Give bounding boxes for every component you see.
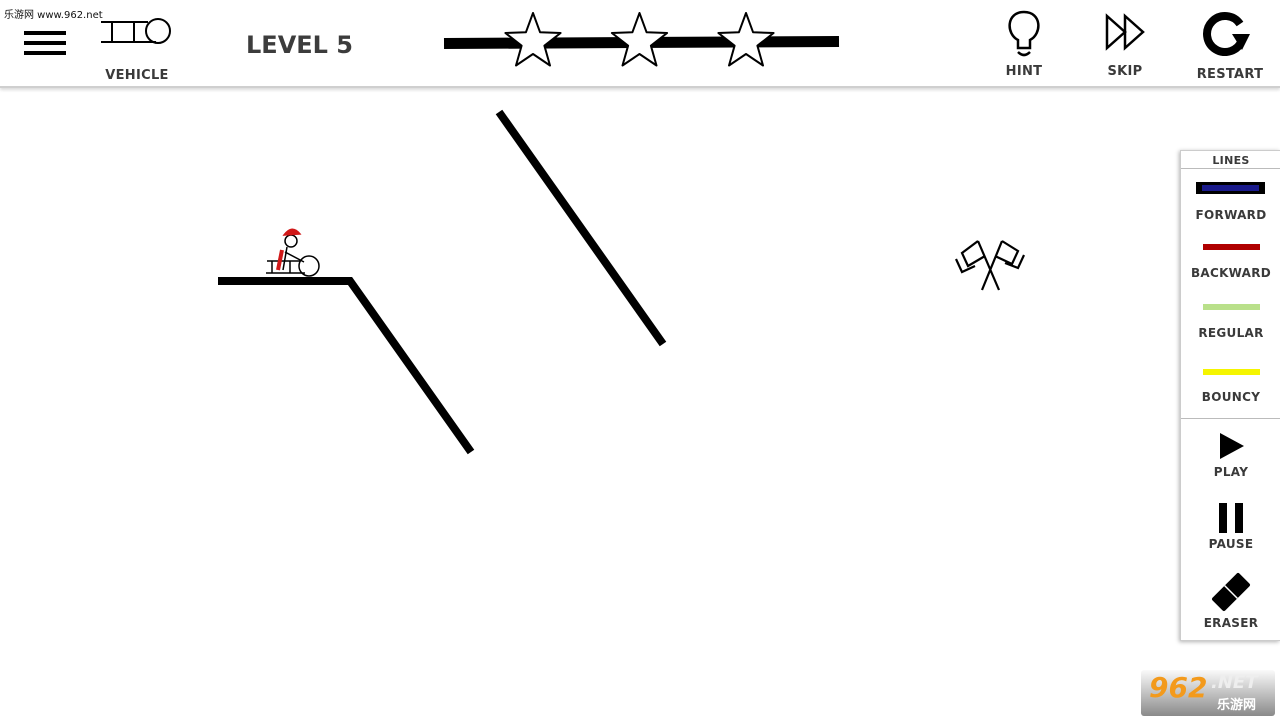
- forward-label: FORWARD: [1195, 208, 1267, 222]
- backward-swatch: [1203, 244, 1260, 250]
- forward-swatch: [1196, 182, 1265, 194]
- hint-button[interactable]: HINT: [994, 8, 1054, 80]
- star-progress: [443, 12, 840, 67]
- tools-panel: LINES FORWARD BACKWARD REGULAR BOUNCY PL…: [1180, 150, 1280, 641]
- hamburger-icon: [24, 31, 66, 55]
- hint-label: HINT: [1005, 64, 1043, 79]
- regular-swatch: [1203, 304, 1260, 310]
- track-line-ledge: [218, 277, 475, 455]
- bouncy-label: BOUNCY: [1201, 390, 1261, 404]
- star-empty-icon: [610, 12, 669, 67]
- pause-icon: [1219, 503, 1243, 533]
- watermark-text: 乐游网 www.962.net: [4, 10, 103, 21]
- vehicle-button[interactable]: VEHICLE: [98, 14, 176, 83]
- game-canvas[interactable]: [0, 90, 1170, 720]
- bouncy-swatch: [1203, 369, 1260, 375]
- site-logo: 962 .NET 乐游网: [1141, 670, 1275, 716]
- star-empty-icon: [504, 12, 562, 67]
- logo-number: 962: [1149, 671, 1208, 704]
- play-icon: [1220, 433, 1244, 459]
- finish-flags-icon: [955, 240, 1025, 291]
- menu-button[interactable]: [24, 30, 66, 56]
- backward-label: BACKWARD: [1190, 266, 1272, 280]
- logo-net: .NET: [1211, 672, 1258, 693]
- play-label: PLAY: [1213, 465, 1249, 479]
- restart-icon: [1203, 12, 1250, 56]
- rider-on-sled: [266, 228, 320, 277]
- eraser-icon: [1212, 573, 1250, 611]
- restart-button[interactable]: RESTART: [1194, 10, 1266, 82]
- level-title: LEVEL 5: [246, 31, 354, 59]
- lightbulb-icon: [1008, 10, 1040, 57]
- skip-button[interactable]: SKIP: [1095, 12, 1155, 80]
- skip-label: SKIP: [1107, 64, 1143, 79]
- star-empty-icon: [717, 12, 775, 67]
- logo-chinese: 乐游网: [1217, 698, 1257, 713]
- track-line-slope: [495, 109, 667, 347]
- lines-title: LINES: [1212, 154, 1250, 167]
- eraser-label: ERASER: [1203, 616, 1259, 630]
- restart-label: RESTART: [1196, 67, 1264, 82]
- pause-label: PAUSE: [1208, 537, 1254, 551]
- sled-icon: [101, 18, 171, 44]
- regular-label: REGULAR: [1198, 326, 1264, 340]
- fast-forward-icon: [1105, 13, 1145, 51]
- top-bar: VEHICLE LEVEL 5 HINT SKIP RESTART: [0, 0, 1280, 88]
- vehicle-label: VEHICLE: [105, 68, 169, 83]
